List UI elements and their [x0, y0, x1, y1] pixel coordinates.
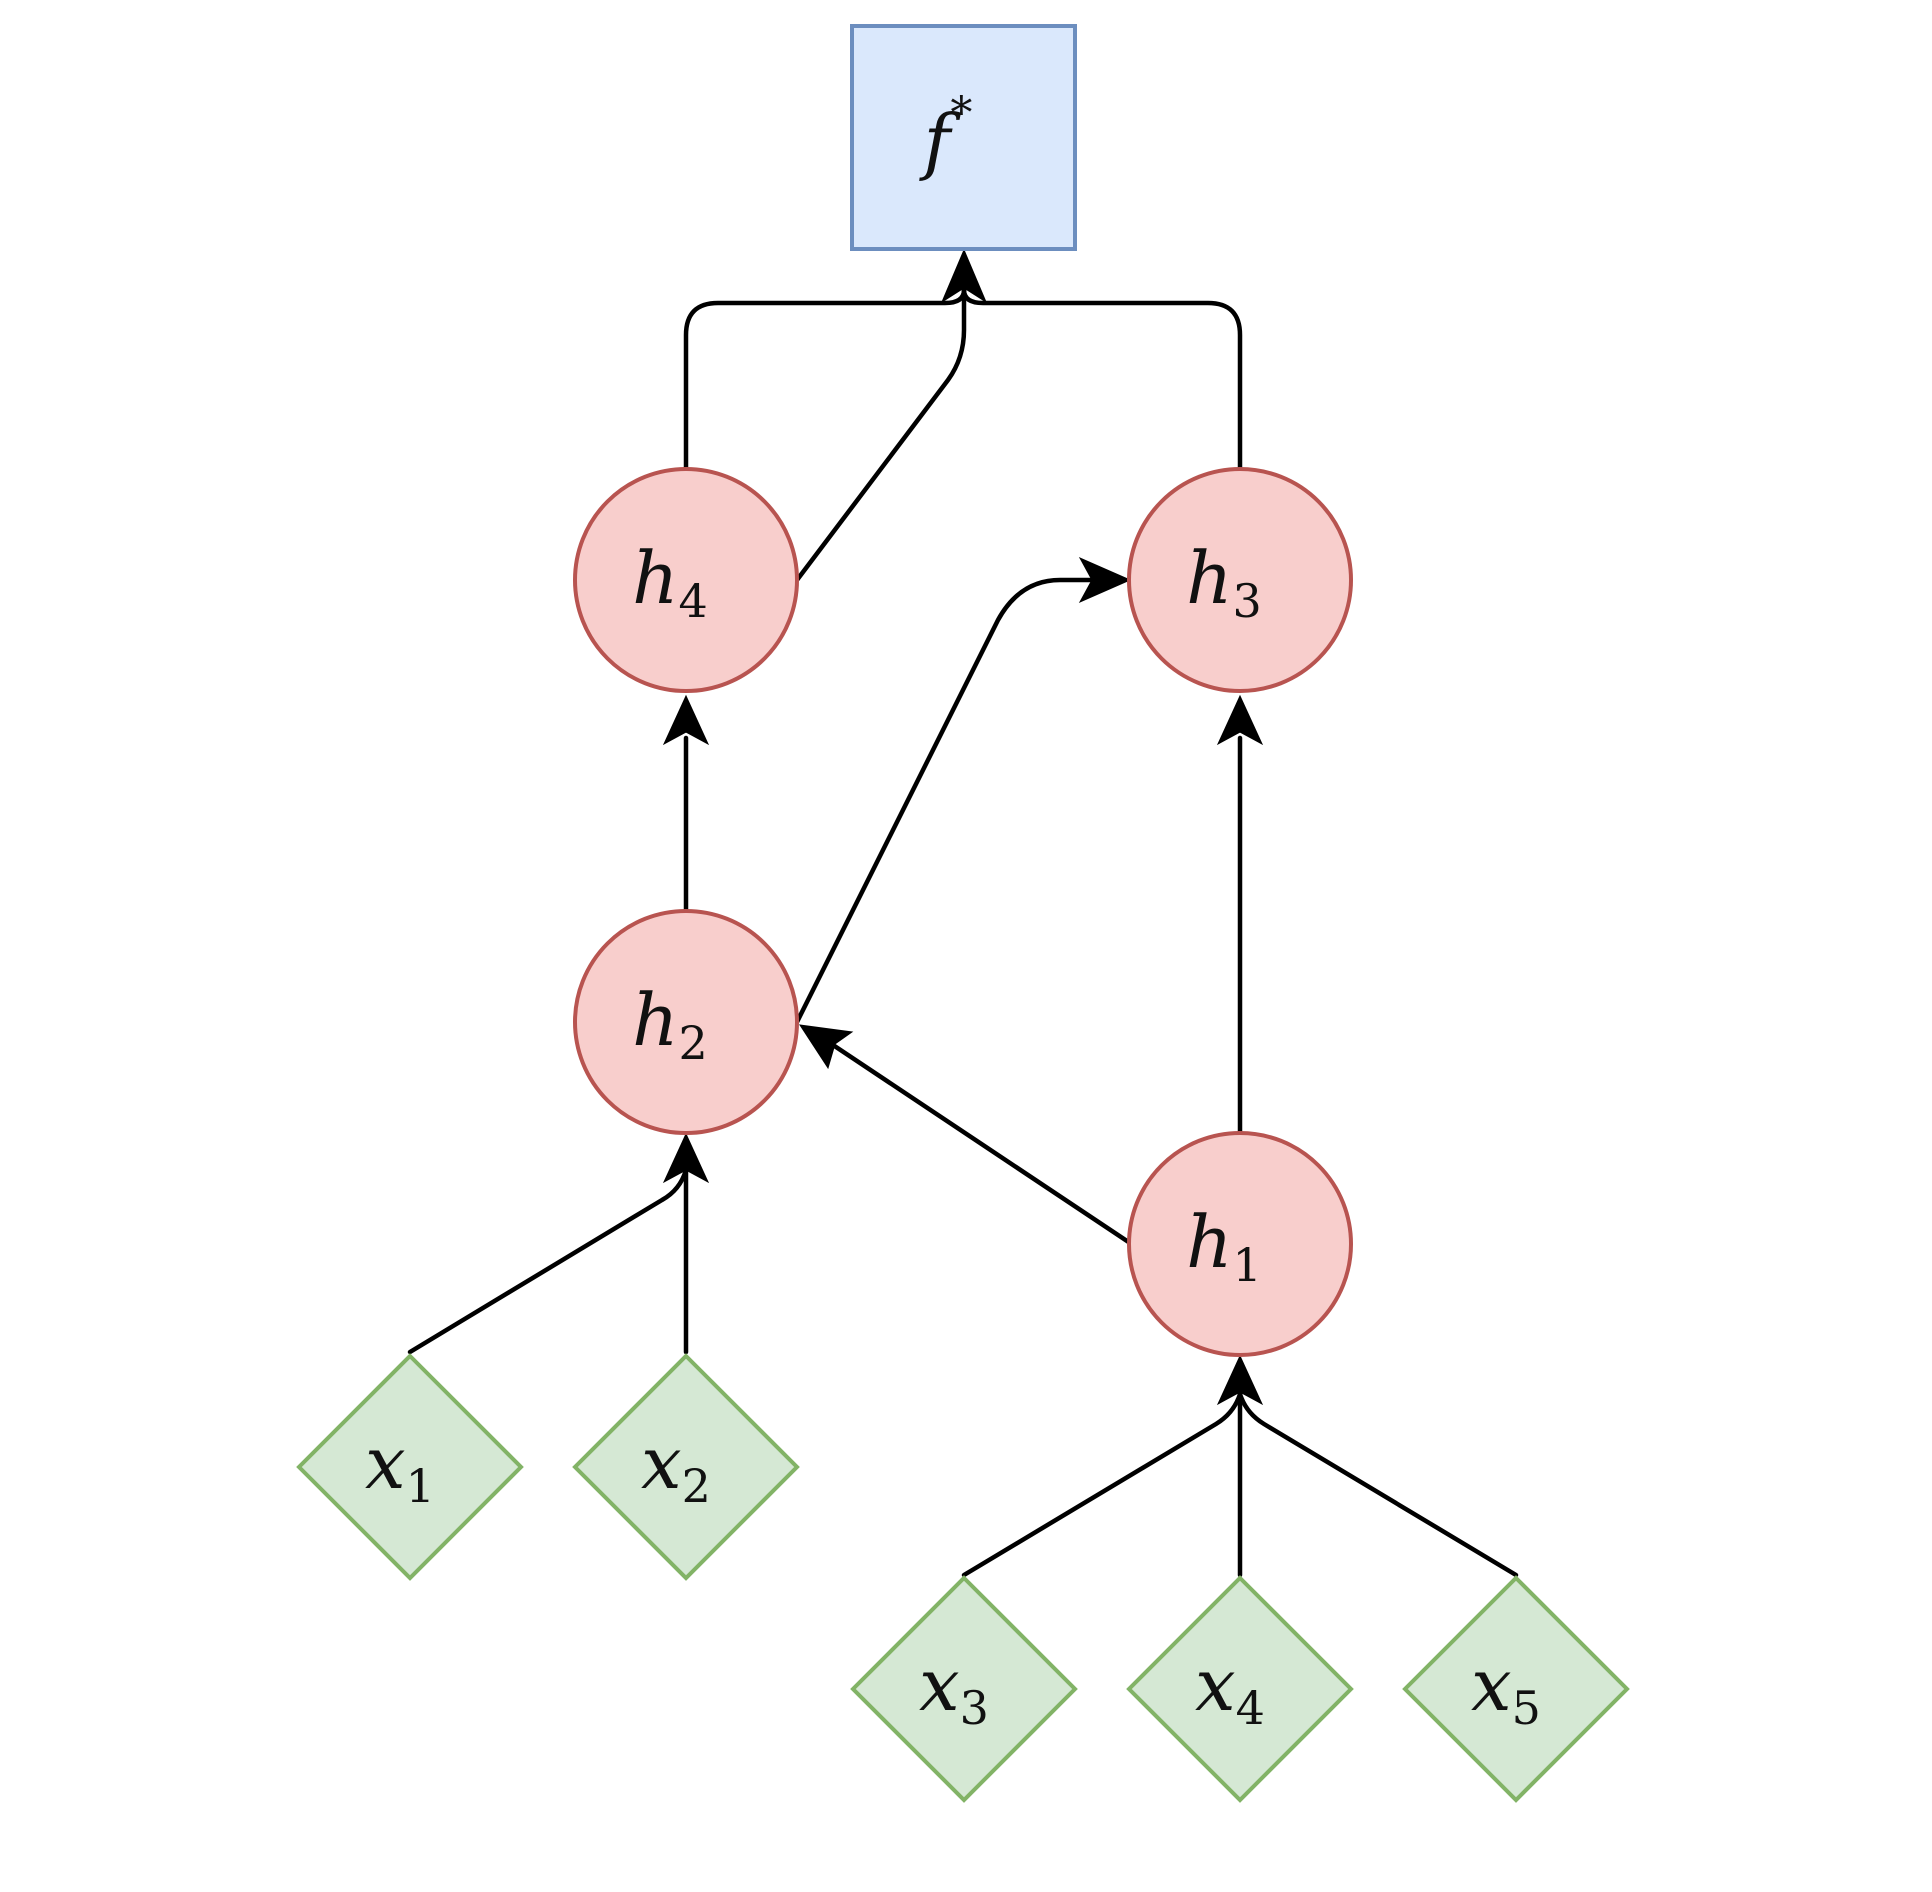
edge-h3-f-bracket	[961, 287, 1243, 473]
arrowheads	[662, 248, 1264, 1406]
arrowhead-h3-left	[1078, 556, 1132, 604]
edge-h4-f-diagonal	[794, 275, 967, 583]
edge-x5-h1	[1237, 1391, 1519, 1578]
input-node-label: x2	[641, 1421, 711, 1513]
input-node-diamond	[850, 1575, 1078, 1803]
output-node-box	[850, 24, 1077, 251]
input-node-diamond	[1402, 1575, 1630, 1803]
input-node-diamond	[1126, 1575, 1354, 1803]
edge-x1-h2	[407, 1157, 689, 1355]
edge-x3-h1	[961, 1380, 1243, 1578]
input-node-x2: x2	[572, 1353, 800, 1581]
arrowhead-f	[940, 248, 988, 304]
input-node-label: x5	[1471, 1643, 1541, 1735]
hidden-node-h2: h2	[573, 909, 799, 1135]
arrowhead-h2-bottom	[662, 1132, 710, 1184]
hidden-node-label: h3	[1186, 536, 1262, 628]
arrowhead-h3-bottom	[1216, 694, 1264, 746]
input-node-x1: x1	[296, 1353, 524, 1581]
input-node-label: x4	[1195, 1643, 1265, 1735]
input-node-x5: x5	[1402, 1575, 1630, 1803]
arrowhead-h4	[662, 694, 710, 746]
input-node-label: x3	[919, 1643, 989, 1735]
input-node-x4: x4	[1126, 1575, 1354, 1803]
hidden-node-h1: h1	[1127, 1131, 1353, 1357]
edge-h4-f-bracket	[683, 287, 967, 473]
edge-h2-h3	[794, 577, 1093, 1025]
hidden-node-h4: h4	[573, 467, 799, 693]
edges	[407, 275, 1519, 1578]
input-node-diamond	[572, 1353, 800, 1581]
hidden-node-label: h4	[632, 536, 708, 628]
arrowhead-h2-right	[798, 1024, 854, 1070]
hidden-node-circle	[1127, 1131, 1353, 1357]
hidden-node-label: h1	[1186, 1200, 1262, 1292]
output-node-f-star: f*	[850, 24, 1077, 251]
arrowhead-h1	[1216, 1354, 1264, 1406]
input-node-diamond	[296, 1353, 524, 1581]
hidden-node-label: h2	[632, 978, 708, 1070]
hidden-node-h3: h3	[1127, 467, 1353, 693]
hidden-node-circle	[573, 467, 799, 693]
edge-h1-h2	[827, 1040, 1133, 1246]
hidden-node-circle	[573, 909, 799, 1135]
hidden-node-circle	[1127, 467, 1353, 693]
input-node-x3: x3	[850, 1575, 1078, 1803]
input-node-label: x1	[365, 1421, 435, 1513]
